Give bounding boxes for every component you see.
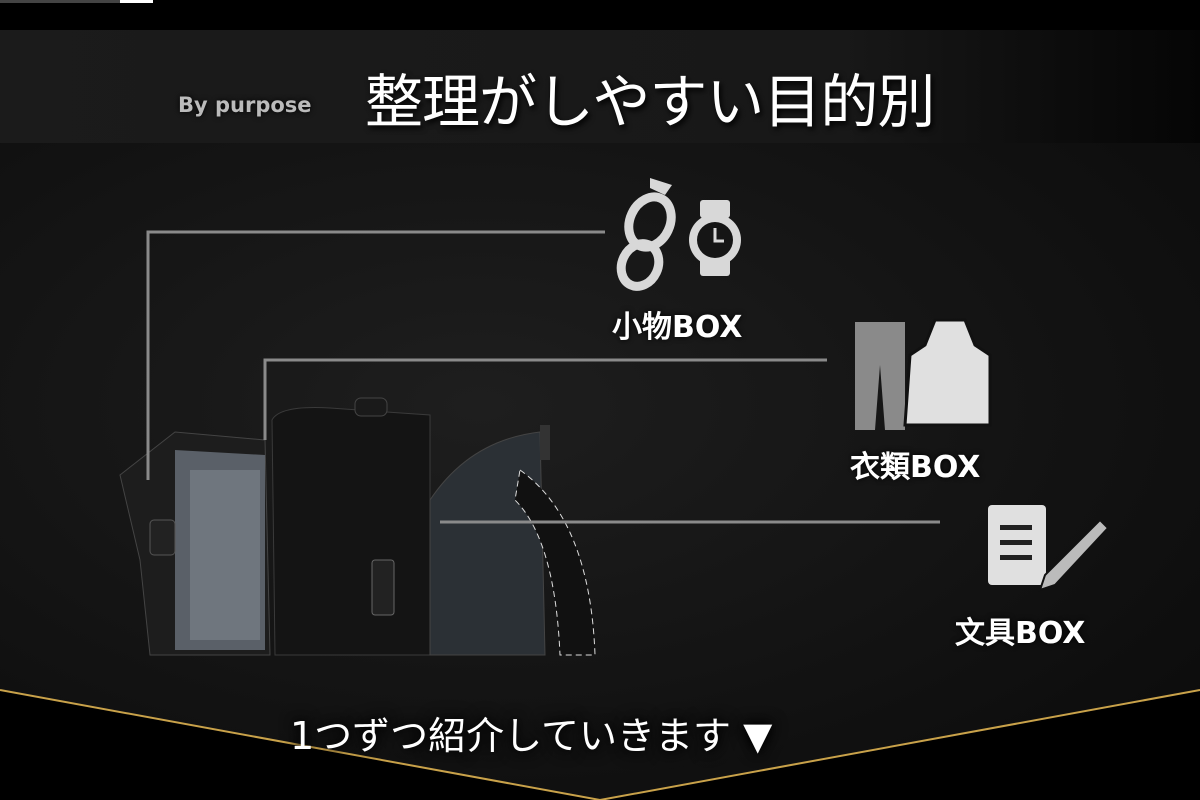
label-small-items-box: 小物BOX (612, 310, 743, 345)
label-stationery-box: 文具BOX (955, 616, 1086, 651)
leader-line-clothes (263, 358, 827, 440)
page-title: 整理がしやすい目的別 (365, 68, 935, 136)
leader-line-small-items (146, 230, 605, 480)
gold-divider (0, 689, 1200, 800)
footer-shade (0, 690, 1200, 800)
intro-cta: 1つずつ紹介していきます ▼ (290, 714, 773, 758)
glasses-watch-icon (616, 178, 741, 291)
notebook-pen-icon (988, 505, 1110, 592)
clothes-icon (855, 318, 992, 430)
backpack-image (119, 397, 596, 656)
header-banner (0, 30, 1200, 143)
top-fragment (0, 0, 150, 3)
top-fragment-highlight (120, 0, 153, 3)
header-subtitle: By purpose (178, 93, 312, 117)
label-clothes-box: 衣類BOX (850, 450, 981, 485)
